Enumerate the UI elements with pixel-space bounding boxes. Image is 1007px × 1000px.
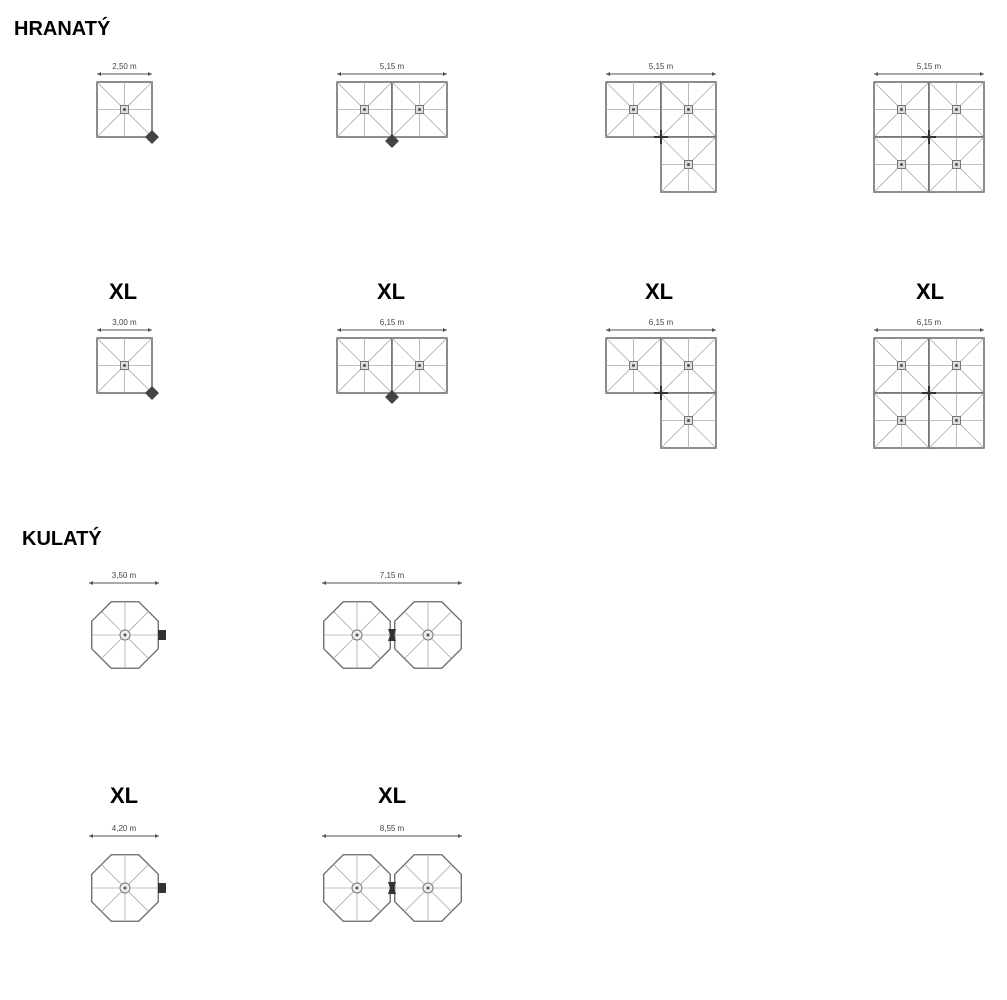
dimension-label: 7,15 m: [380, 571, 405, 580]
hub-center: [632, 364, 635, 367]
square-umbrella: [928, 81, 985, 138]
dimension-label: 6,15 m: [649, 318, 674, 327]
hub-center: [363, 364, 366, 367]
hub-center: [955, 364, 958, 367]
dimension: 5,15 m: [337, 62, 447, 76]
dimension: 4,20 m: [89, 824, 159, 838]
square-umbrella: [336, 81, 393, 138]
hub-center: [426, 633, 430, 637]
pole-cross-icon: [922, 130, 936, 144]
hub-center: [418, 108, 421, 111]
hub-center: [123, 108, 126, 111]
square-umbrella: [873, 392, 930, 449]
square-umbrella: [873, 136, 930, 193]
square-umbrella: [96, 81, 153, 138]
hub-center: [687, 108, 690, 111]
xl-label: XL: [109, 783, 139, 808]
dimension-label: 3,50 m: [112, 571, 137, 580]
square-umbrella: [660, 136, 717, 193]
square-umbrella: [605, 81, 662, 138]
hub-center: [123, 364, 126, 367]
hub-center: [355, 886, 359, 890]
square-umbrella: [391, 337, 448, 394]
hub-center: [355, 633, 359, 637]
square-umbrella: [660, 392, 717, 449]
dimension-label: 8,55 m: [380, 824, 405, 833]
square-umbrella: [928, 337, 985, 394]
hub-center: [900, 419, 903, 422]
round-umbrella: [323, 601, 391, 669]
pole-cross-icon: [654, 386, 668, 400]
dimension: 6,15 m: [874, 318, 984, 332]
dimension: 3,50 m: [89, 571, 159, 585]
pole-base-icon: [385, 134, 399, 148]
square-umbrella: [873, 81, 930, 138]
dimension-label: 2,50 m: [112, 62, 137, 71]
dimension: 5,15 m: [606, 62, 716, 76]
dimension: 6,15 m: [337, 318, 447, 332]
hub-center: [123, 886, 127, 890]
round-umbrella: [323, 854, 391, 922]
hub-center: [632, 108, 635, 111]
round-umbrella: [394, 854, 462, 922]
hub-center: [955, 163, 958, 166]
square-umbrella: [928, 136, 985, 193]
square-umbrella: [873, 337, 930, 394]
square-umbrella: [660, 81, 717, 138]
xl-label: XL: [108, 279, 138, 304]
hub-center: [123, 633, 127, 637]
pole-base-icon: [158, 630, 166, 640]
dimension-label: 6,15 m: [917, 318, 942, 327]
dimension-label: 6,15 m: [380, 318, 405, 327]
square-umbrella: [96, 337, 153, 394]
hub-center: [426, 886, 430, 890]
xl-label: XL: [376, 279, 406, 304]
square-umbrella: [336, 337, 393, 394]
hub-center: [955, 419, 958, 422]
dimension-label: 3,00 m: [112, 318, 137, 327]
dimension-label: 5,15 m: [917, 62, 942, 71]
hub-center: [900, 108, 903, 111]
square-umbrella: [605, 337, 662, 394]
hub-center: [687, 163, 690, 166]
hub-center: [955, 108, 958, 111]
dimension-label: 5,15 m: [649, 62, 674, 71]
pole-cross-icon: [654, 130, 668, 144]
hub-center: [687, 419, 690, 422]
dimension-label: 5,15 m: [380, 62, 405, 71]
dimension: 7,15 m: [322, 571, 462, 585]
square-umbrella: [391, 81, 448, 138]
dimension: 5,15 m: [874, 62, 984, 76]
xl-label: XL: [644, 279, 674, 304]
pole-base-icon: [145, 386, 159, 400]
round-umbrella: [394, 601, 462, 669]
pole-base-icon: [145, 130, 159, 144]
section-title-round: KULATÝ: [22, 528, 102, 550]
square-umbrella: [928, 392, 985, 449]
pole-base-icon: [385, 390, 399, 404]
dimension: 8,55 m: [322, 824, 462, 838]
section-title-square: HRANATÝ: [14, 18, 111, 40]
dimension: 6,15 m: [606, 318, 716, 332]
hub-center: [418, 364, 421, 367]
pole-cross-icon: [922, 386, 936, 400]
square-umbrella: [660, 337, 717, 394]
dimension: 2,50 m: [97, 62, 152, 76]
hub-center: [900, 364, 903, 367]
pole-base-icon: [158, 883, 166, 893]
hub-center: [363, 108, 366, 111]
hub-center: [687, 364, 690, 367]
xl-label: XL: [377, 783, 407, 808]
dimension-label: 4,20 m: [112, 824, 137, 833]
xl-label: XL: [915, 279, 945, 304]
pole-base-icon: [388, 882, 396, 894]
round-umbrella: [91, 854, 159, 922]
pole-base-icon: [388, 629, 396, 641]
dimension: 3,00 m: [97, 318, 152, 332]
round-umbrella: [91, 601, 159, 669]
hub-center: [900, 163, 903, 166]
